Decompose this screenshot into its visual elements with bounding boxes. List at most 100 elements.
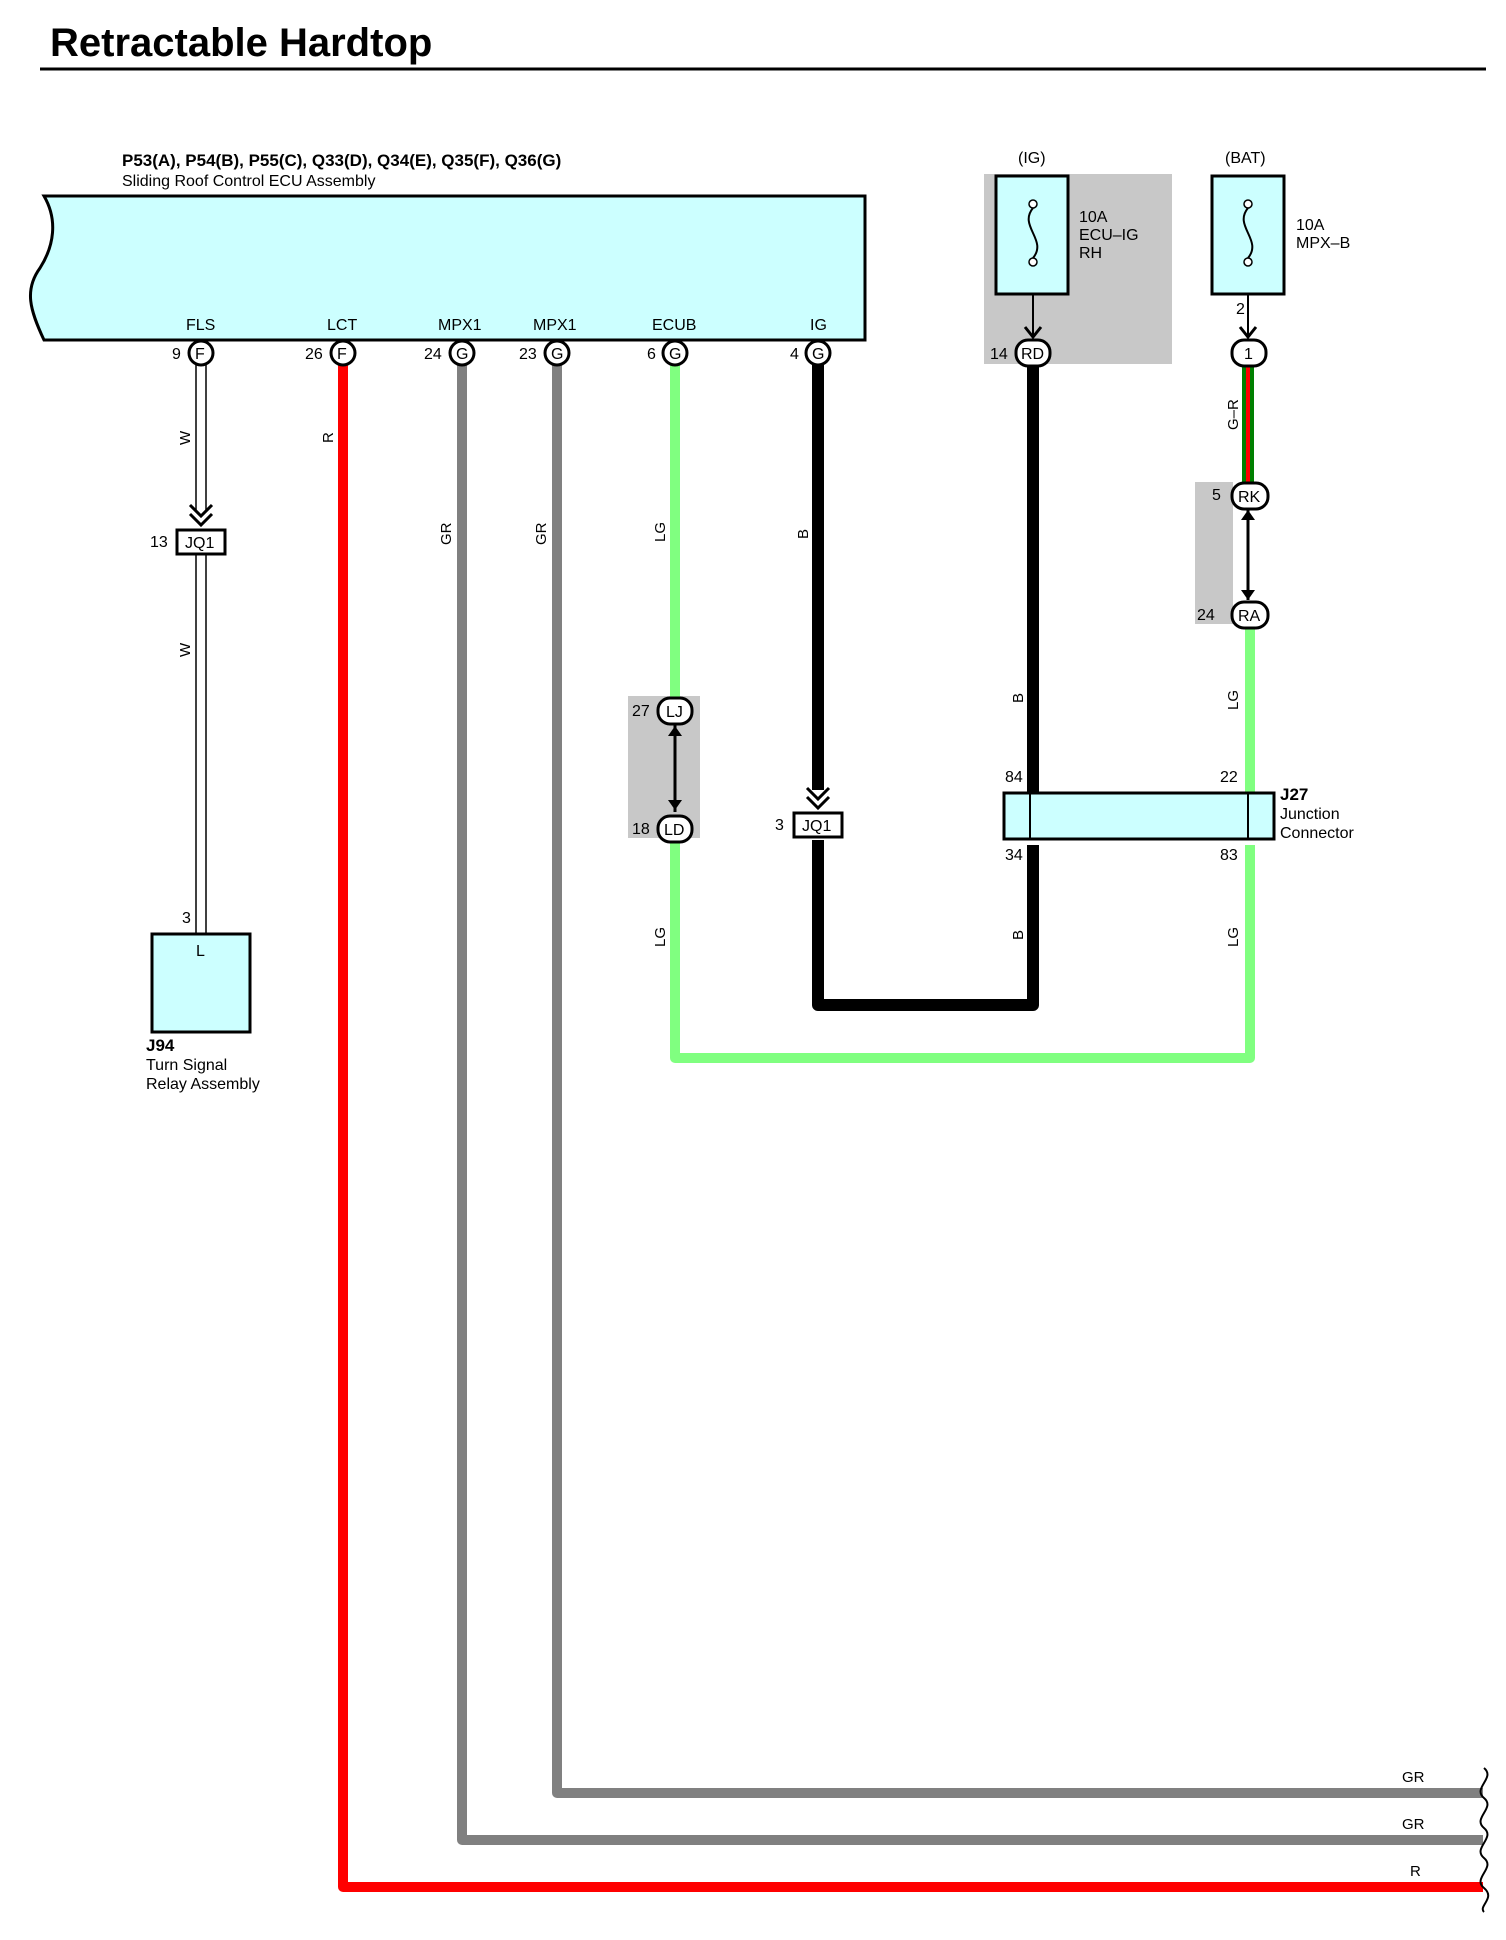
wire-label-b2: B: [1010, 693, 1027, 703]
fuse-terminal-bottom: [1243, 257, 1253, 267]
wire-gr-23: [552, 362, 1483, 1798]
arrow-up-icon: [1241, 510, 1255, 520]
svg-text:MPX1: MPX1: [533, 317, 577, 334]
connector-ld: 18 LD: [632, 800, 694, 844]
fuse-element-icon: [1242, 207, 1254, 259]
wire-label-b1: B: [795, 529, 812, 539]
wire-label-lg3: LG: [1225, 690, 1242, 710]
svg-text:Relay Assembly: Relay Assembly: [146, 1076, 260, 1093]
svg-text:G: G: [669, 346, 681, 363]
ecu-body: [28, 194, 867, 342]
relay-j94: 3 L J94 Turn Signal Relay Assembly: [146, 910, 260, 1093]
wire-label-w1: W: [177, 430, 194, 445]
wire-label-lg4: LG: [1225, 927, 1242, 947]
connector-rk: 5 RK: [1212, 481, 1270, 520]
svg-text:10A: 10A: [1296, 217, 1325, 234]
svg-text:24: 24: [424, 346, 442, 363]
wire-label-lg2: LG: [652, 927, 669, 947]
svg-text:JQ1: JQ1: [185, 535, 214, 552]
arrow-down-icon: [1241, 590, 1255, 600]
junction-connector-j27: 84 22 34 83 J27 Junction Connector: [1002, 769, 1354, 864]
ecu-pin-ecub: ECUB 6 G: [647, 317, 696, 367]
fuse-terminal-top: [1028, 199, 1038, 209]
svg-text:2: 2: [1236, 301, 1245, 318]
svg-text:83: 83: [1220, 847, 1238, 864]
wire-label-b3: B: [1010, 930, 1027, 940]
svg-text:13: 13: [150, 534, 168, 551]
svg-text:3: 3: [775, 817, 784, 834]
chevron-down-icon: [805, 786, 831, 811]
svg-text:JQ1: JQ1: [802, 818, 831, 835]
svg-text:Connector: Connector: [1280, 825, 1354, 842]
ecu-pin-lct: LCT 26 F: [305, 317, 357, 367]
svg-text:F: F: [195, 346, 205, 363]
arrow-up-icon: [668, 726, 682, 736]
connector-jq1-13: 13 JQ1: [150, 503, 227, 556]
ecu-pin-fls: FLS 9 F: [172, 317, 215, 367]
wire-label-gr-h2: GR: [1402, 1816, 1425, 1833]
ecu-name: Sliding Roof Control ECU Assembly: [122, 173, 375, 190]
svg-text:1: 1: [1244, 346, 1253, 363]
svg-text:Turn Signal: Turn Signal: [146, 1057, 227, 1074]
connector-ra: 24 RA: [1197, 590, 1270, 630]
svg-text:23: 23: [519, 346, 537, 363]
svg-text:G: G: [812, 346, 824, 363]
ecu-pin-mpx1-24: MPX1 24 G: [424, 317, 482, 367]
svg-text:5: 5: [1212, 487, 1221, 504]
wire-label-g-r: G–R: [1225, 399, 1242, 430]
page-title: Retractable Hardtop: [50, 21, 432, 65]
svg-text:LD: LD: [664, 822, 684, 839]
svg-text:FLS: FLS: [186, 317, 215, 334]
svg-text:LCT: LCT: [327, 317, 357, 334]
chevron-down-icon: [188, 503, 214, 528]
wire-label-r: R: [320, 432, 337, 443]
svg-text:L: L: [196, 943, 205, 960]
rk-ra-shade: [1195, 482, 1233, 624]
svg-text:84: 84: [1005, 769, 1023, 786]
fuse-terminal-top: [1243, 199, 1253, 209]
svg-text:RD: RD: [1021, 346, 1044, 363]
svg-text:22: 22: [1220, 769, 1238, 786]
svg-text:ECUB: ECUB: [652, 317, 696, 334]
wire-label-gr-h1: GR: [1402, 1769, 1425, 1786]
chevron-down-icon: [1238, 326, 1258, 340]
svg-text:RK: RK: [1238, 489, 1261, 506]
wire-w: [195, 362, 207, 934]
svg-text:10A: 10A: [1079, 209, 1108, 226]
arrow-down-icon: [668, 800, 682, 810]
svg-text:3: 3: [182, 910, 191, 927]
connector-rd: 14 RD: [990, 326, 1052, 368]
fuse-terminal-bottom: [1028, 257, 1038, 267]
wire-g-r: [1242, 362, 1254, 485]
connector-jq1-3: 3 JQ1: [775, 786, 844, 839]
ecu-connectors: P53(A), P54(B), P55(C), Q33(D), Q34(E), …: [122, 151, 561, 170]
svg-text:RA: RA: [1238, 608, 1261, 625]
wire-label-w2: W: [177, 642, 194, 657]
svg-text:14: 14: [990, 346, 1008, 363]
svg-text:34: 34: [1005, 847, 1023, 864]
svg-text:(BAT): (BAT): [1225, 150, 1266, 167]
continuation-break-icon: [1479, 1767, 1490, 1913]
svg-text:9: 9: [172, 346, 181, 363]
svg-text:Junction: Junction: [1280, 806, 1340, 823]
ecu-pin-ig: IG 4 G: [790, 317, 832, 367]
svg-text:MPX–B: MPX–B: [1296, 235, 1350, 252]
wire-lg-loop: [670, 836, 1255, 1063]
fuse-element-icon: [1027, 207, 1039, 259]
svg-text:IG: IG: [810, 317, 827, 334]
svg-text:F: F: [337, 346, 347, 363]
svg-text:J94: J94: [146, 1036, 175, 1055]
chevron-down-icon: [1023, 326, 1043, 340]
connector-lj: 27 LJ: [632, 696, 694, 736]
fuse-ecu-ig-rh: (IG) 10A ECU–IG RH: [994, 150, 1139, 336]
svg-text:(IG): (IG): [1018, 150, 1046, 167]
svg-text:4: 4: [790, 346, 799, 363]
svg-text:6: 6: [647, 346, 656, 363]
wire-gr-24: [457, 362, 1483, 1845]
svg-text:18: 18: [632, 821, 650, 838]
svg-text:J27: J27: [1280, 785, 1308, 804]
fuse-mpx-b: (BAT) 10A MPX–B 2 1: [1210, 150, 1350, 368]
svg-text:LJ: LJ: [666, 704, 683, 721]
wire-label-gr2: GR: [533, 522, 550, 545]
